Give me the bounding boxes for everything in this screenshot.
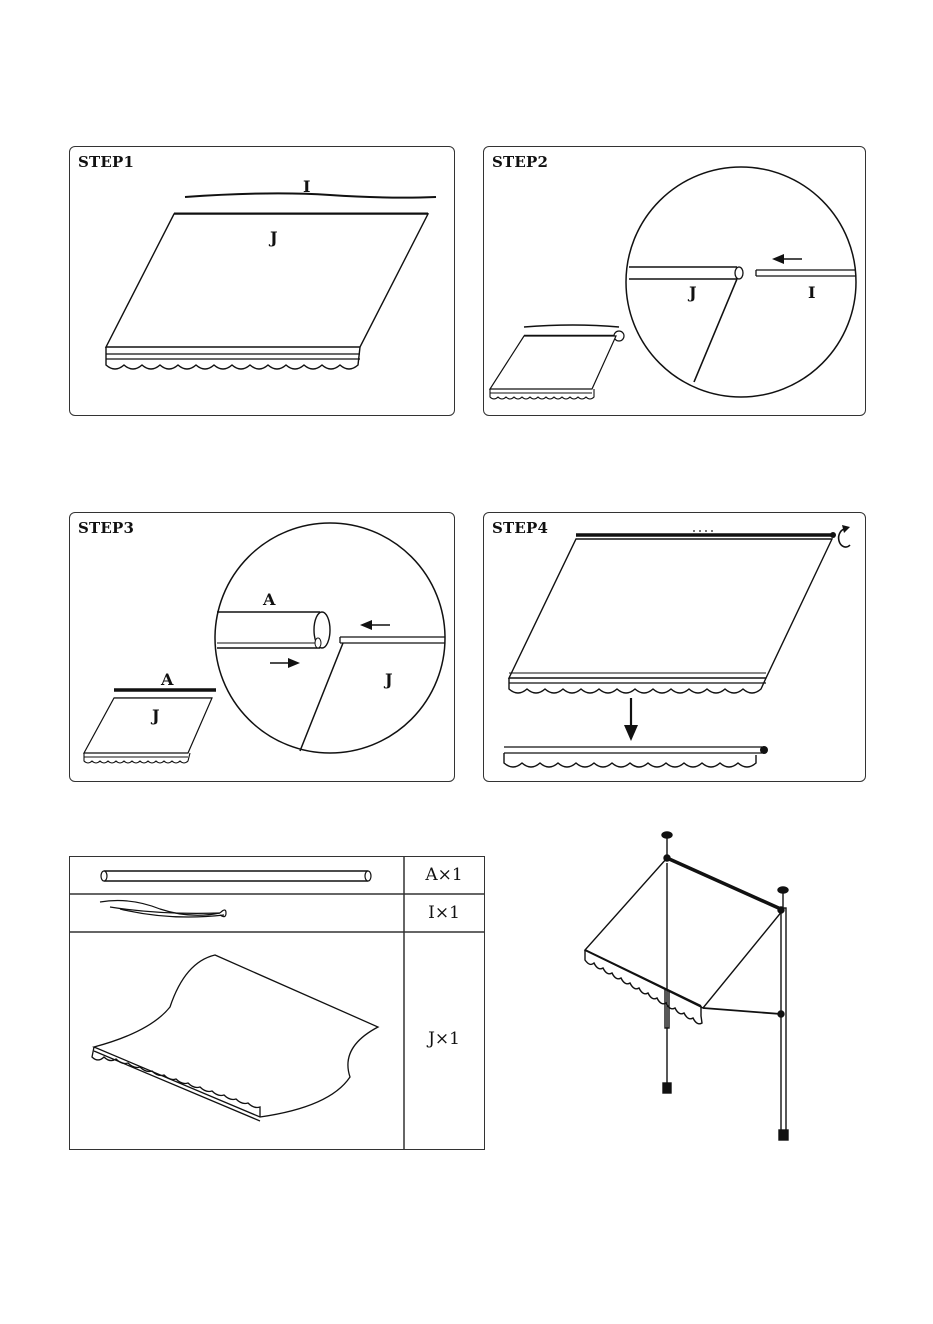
tube-a-label: A [160,670,174,689]
rod-i [185,193,436,197]
rotate-arrow-icon [839,525,850,547]
part-i-rod [100,901,226,917]
step2-diagram: J I [484,147,865,415]
step1-diagram: I J [70,147,454,415]
arrow-icon [624,698,638,741]
step2-panel: STEP2 J I [483,146,866,416]
parts-list-table: A×1 I×1 J×1 [69,856,485,1150]
qty-i: I×1 [404,903,484,923]
fabric-j-label: J [687,283,697,302]
step3-panel: STEP3 A J A J [69,512,455,782]
tube-a-zoom-label: A [262,590,276,609]
fabric-j-label: J [150,706,160,725]
fabric-j [509,539,832,678]
qty-j: J×1 [404,1029,484,1049]
rod-i-label: I [808,283,815,302]
valance-scallop [106,347,360,369]
part-j-fabric [92,955,378,1121]
zoom-circle [626,167,856,397]
step1-panel: STEP1 I J [69,146,455,416]
parts-list-grid [70,857,484,1149]
fabric-j-zoom-label: J [383,670,393,689]
fabric-j [106,214,428,347]
fabric-j-label: J [268,228,278,247]
step4-panel: STEP4 [483,512,866,782]
step3-diagram: A J A J [70,513,454,781]
rod-i-label: I [303,177,310,196]
part-a-tube [101,871,371,881]
zoom-circle [215,523,445,753]
qty-a: A×1 [404,865,484,885]
step4-diagram [484,513,865,781]
assembled-awning-diagram [575,828,835,1148]
